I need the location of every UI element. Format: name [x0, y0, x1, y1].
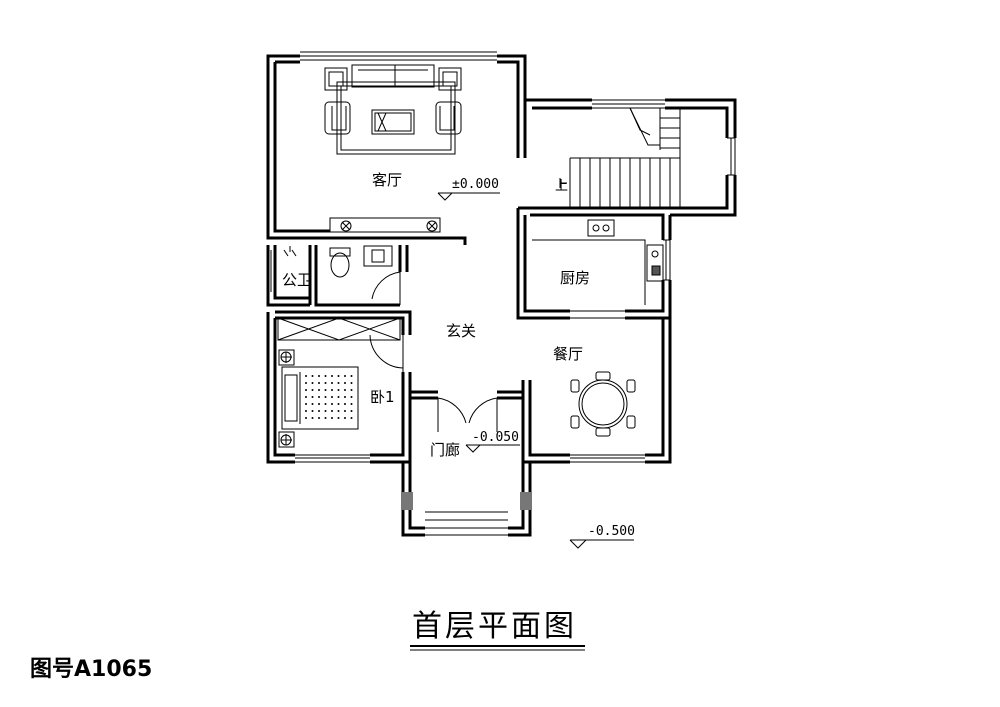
bed-quilt-dot — [337, 382, 340, 384]
bed-quilt-dot — [331, 375, 333, 377]
bed-quilt-dot — [337, 403, 340, 405]
walls — [266, 54, 737, 537]
bed-quilt-dot — [344, 389, 346, 391]
bed-quilt-dot — [337, 410, 340, 412]
bed-quilt-dot — [350, 382, 353, 384]
bed-quilt-dot — [331, 403, 333, 405]
bed-quilt-dot — [324, 382, 327, 384]
bed-quilt-dot — [311, 382, 314, 384]
bed-quilt-dot — [305, 396, 307, 398]
bed-quilt-dot — [344, 403, 346, 405]
label-dining-room: 餐厅 — [553, 345, 583, 363]
bed-quilt-dot — [318, 410, 320, 412]
porch-columns — [401, 492, 532, 510]
bed-quilt-dot — [324, 417, 327, 419]
drawing-title: 首层平面图 — [412, 609, 577, 644]
windows — [267, 51, 736, 536]
bed-quilt-dot — [305, 382, 307, 384]
bed-quilt-dot — [305, 389, 307, 391]
label-kitchen: 厨房 — [560, 269, 590, 287]
label-stair-up: 上 — [555, 179, 568, 194]
bed-quilt-dot — [350, 403, 353, 405]
bed-quilt-dot — [318, 389, 320, 391]
elevation-markers — [437, 192, 634, 549]
bed-quilt-dot — [337, 417, 340, 419]
bed-quilt-dot — [331, 382, 333, 384]
bed-quilt-dot — [318, 396, 320, 398]
bed-quilt-dot — [344, 410, 346, 412]
bed-quilt-dot — [324, 375, 327, 377]
bed-quilt-dot — [350, 396, 353, 398]
bed-quilt-dot — [350, 410, 353, 412]
bed-quilt-dot — [318, 375, 320, 377]
bed-quilt-dot — [311, 375, 314, 377]
bed-quilt-dot — [331, 389, 333, 391]
elevation-outside: -0.500 — [588, 524, 635, 539]
bed-quilt-dot — [318, 417, 320, 419]
label-public-bathroom: 公卫 — [282, 271, 312, 289]
label-bedroom-1: 卧1 — [370, 388, 395, 406]
bed-quilt-dot — [318, 382, 320, 384]
elevation-main-floor: ±0.000 — [452, 177, 499, 192]
bed-quilt-dot — [344, 417, 346, 419]
kitchen-fixtures — [532, 219, 664, 305]
bed-quilt-dot — [324, 389, 327, 391]
bed-quilt-dot — [305, 403, 307, 405]
bed-quilt-dot — [344, 396, 346, 398]
bedroom-furniture — [277, 317, 401, 448]
staircase — [559, 107, 681, 209]
bed-quilt-dot — [305, 410, 307, 412]
bed-quilt-dot — [337, 396, 340, 398]
bed-quilt-dot — [337, 389, 340, 391]
bed-quilt-dot — [350, 417, 353, 419]
bed-quilt-dot — [311, 417, 314, 419]
bed-quilt-dot — [331, 417, 333, 419]
bed-quilt-dot — [311, 410, 314, 412]
bed-quilt-dot — [318, 403, 320, 405]
bed-quilt-dot — [337, 375, 340, 377]
bed-quilt-dot — [305, 417, 307, 419]
bed-quilt-dot — [331, 410, 333, 412]
bed-quilt-pattern — [305, 375, 353, 419]
bathroom-fixtures — [283, 245, 393, 278]
elevation-porch: -0.050 — [472, 430, 519, 445]
bed-quilt-dot — [311, 389, 314, 391]
living-room-furniture — [324, 64, 462, 233]
label-porch: 门廊 — [430, 441, 460, 459]
bed-quilt-dot — [350, 389, 353, 391]
bed-quilt-dot — [305, 375, 307, 377]
bed-quilt-dot — [324, 396, 327, 398]
bed-quilt-dot — [311, 396, 314, 398]
label-foyer: 玄关 — [446, 322, 476, 340]
bed-quilt-dot — [324, 410, 327, 412]
bed-quilt-dot — [311, 403, 314, 405]
bed-quilt-dot — [331, 396, 333, 398]
bed-quilt-dot — [324, 403, 327, 405]
label-living-room: 客厅 — [372, 171, 402, 189]
bed-quilt-dot — [344, 382, 346, 384]
bed-quilt-dot — [350, 375, 353, 377]
drawing-code: 图号A1065 — [30, 657, 152, 682]
doors — [369, 271, 498, 432]
bed-quilt-dot — [344, 375, 346, 377]
dining-table — [570, 371, 636, 437]
